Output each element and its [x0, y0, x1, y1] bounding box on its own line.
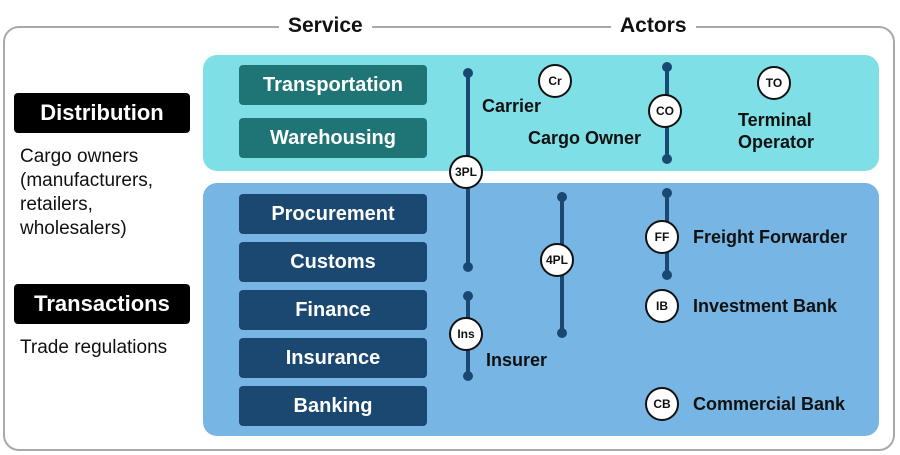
node-4pl: 4PL [540, 243, 574, 277]
4pl-range-bottom-dot [557, 328, 567, 338]
co-range-top-dot [662, 62, 672, 72]
service-header: Service [279, 13, 372, 39]
distribution-description-line: wholesalers) [20, 218, 127, 239]
terminal-operator-line: Operator [738, 132, 815, 152]
category-transactions: Transactions [14, 284, 190, 324]
actor-cargo-owner-label: Cargo Owner [528, 128, 642, 148]
service-banking: Banking [239, 386, 427, 426]
service-procurement: Procurement [239, 194, 427, 234]
ff-range-bottom-dot [662, 270, 672, 280]
node-3pl: 3PL [449, 155, 483, 189]
service-warehousing: Warehousing [239, 118, 427, 158]
node-terminal-operator: TO [757, 66, 791, 100]
actor-commercial-bank-label: Commercial Bank [693, 394, 846, 414]
service-customs: Customs [239, 242, 427, 282]
service-finance: Finance [239, 290, 427, 330]
ins-range-bottom-dot [463, 371, 473, 381]
node-investment-bank: IB [645, 289, 679, 323]
diagram-frame [3, 26, 895, 451]
actor-insurer-label: Insurer [486, 350, 548, 370]
distribution-description-line: retailers, [20, 194, 93, 215]
3pl-range-bottom-dot [463, 262, 473, 272]
actor-terminal-operator-label: Terminal Operator [738, 109, 814, 153]
node-carrier: Cr [538, 64, 572, 98]
service-transportation: Transportation [239, 65, 427, 105]
category-distribution: Distribution [14, 93, 190, 133]
node-cargo-owner: CO [648, 94, 682, 128]
3pl-range-top-dot [463, 68, 473, 78]
ff-range-top-dot [662, 188, 672, 198]
node-freight-forwarder: FF [645, 220, 679, 254]
service-insurance: Insurance [239, 338, 427, 378]
distribution-description-line: (manufacturers, [20, 170, 154, 191]
distribution-description-line: Cargo owners [20, 146, 139, 167]
4pl-range-top-dot [557, 192, 567, 202]
node-insurer: Ins [449, 317, 483, 351]
actor-investment-bank-label: Investment Bank [693, 296, 838, 316]
ins-range-top-dot [463, 291, 473, 301]
terminal-operator-line: Terminal [738, 110, 812, 130]
actor-carrier-label: Carrier [482, 96, 542, 116]
co-range-bottom-dot [662, 154, 672, 164]
actor-freight-forwarder-label: Freight Forwarder [693, 227, 848, 247]
transactions-description: Trade regulations [20, 337, 168, 358]
distribution-description: Cargo owners (manufacturers, retailers, … [20, 145, 153, 241]
actors-header: Actors [611, 13, 696, 39]
node-commercial-bank: CB [645, 387, 679, 421]
